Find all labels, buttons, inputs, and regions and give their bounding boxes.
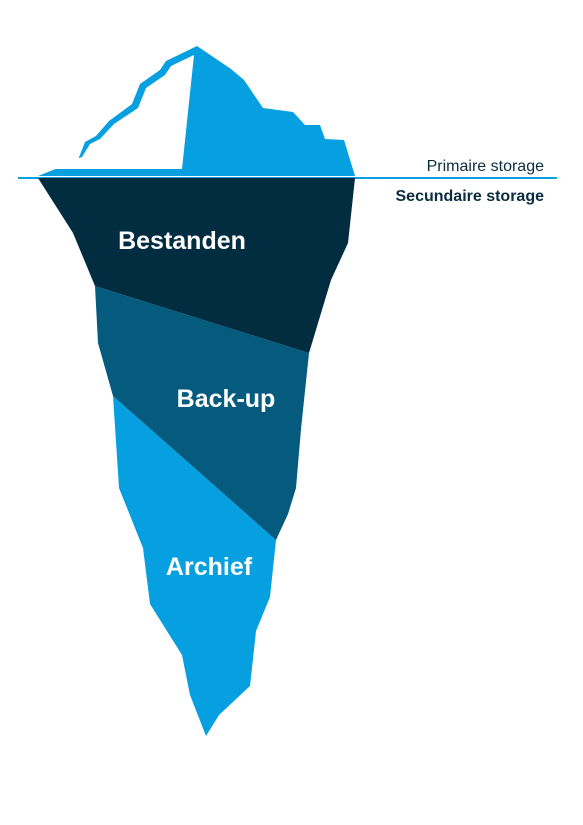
iceberg-tip-highlight	[49, 55, 194, 169]
layer-archief-shape	[113, 396, 276, 736]
iceberg-tip	[38, 46, 355, 176]
layer-label-backup: Back-up	[177, 385, 276, 413]
secondary-storage-label: Secundaire storage	[396, 188, 545, 205]
primary-storage-label: Primaire storage	[427, 158, 544, 175]
layer-bestanden-shape	[38, 178, 355, 353]
layer-backup-shape	[95, 286, 309, 540]
layer-label-archief: Archief	[166, 553, 253, 581]
layer-label-bestanden: Bestanden	[118, 227, 246, 255]
submerged-iceberg	[38, 178, 355, 736]
